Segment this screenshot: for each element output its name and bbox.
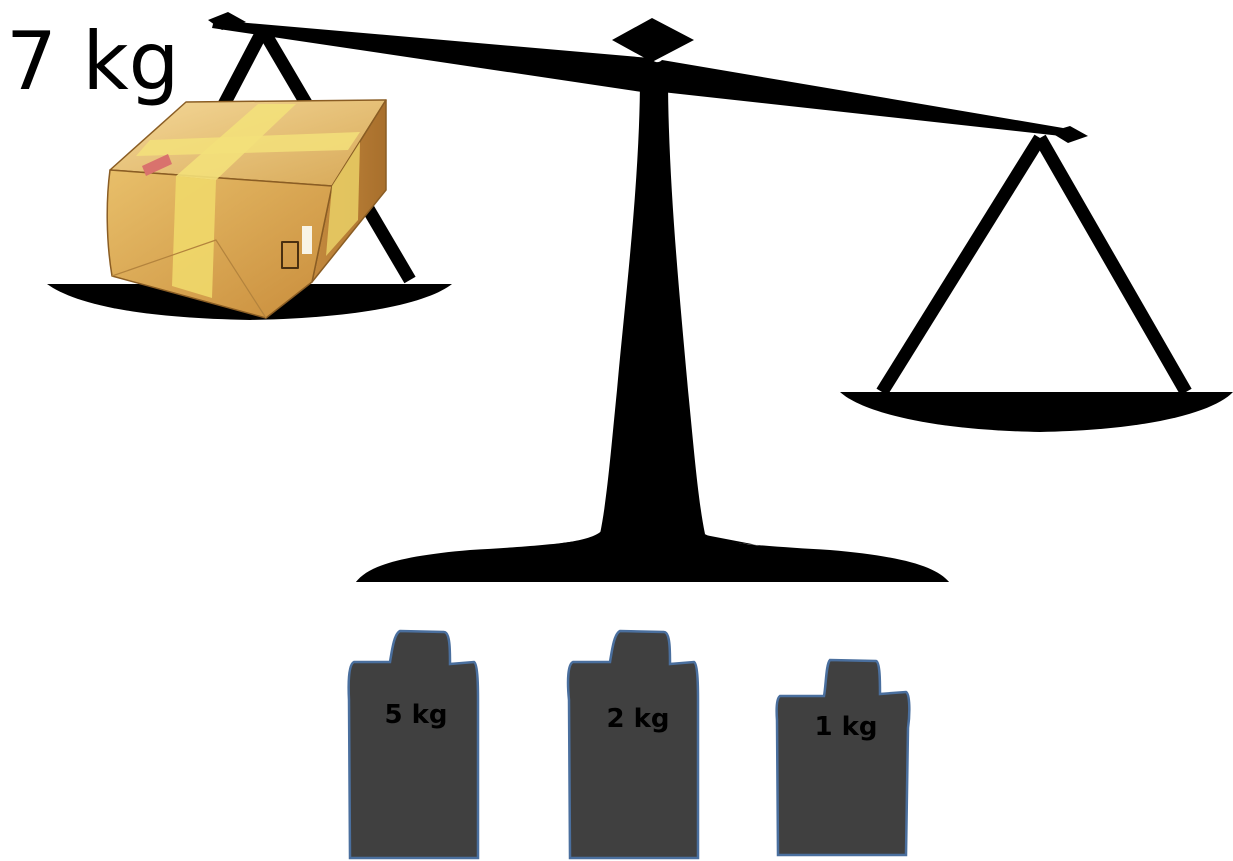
right-pan (840, 392, 1233, 432)
scale-base-fill (356, 530, 949, 582)
box-white-label (302, 226, 312, 254)
weights-group: 5 kg 2 kg 1 kg (349, 631, 910, 858)
weight-5kg-body (349, 631, 478, 858)
right-pan-chain-right (1040, 138, 1186, 392)
weight-1kg[interactable]: 1 kg (777, 660, 910, 855)
scale-pivot-cap (612, 18, 694, 62)
weight-1kg-body (777, 660, 910, 855)
weight-5kg-label: 5 kg (384, 700, 447, 730)
weight-1kg-label: 1 kg (814, 712, 877, 742)
scale-stem (600, 76, 705, 534)
weight-2kg-label: 2 kg (606, 704, 669, 734)
weight-2kg[interactable]: 2 kg (568, 631, 698, 858)
box-tape-front (172, 176, 216, 298)
weight-5kg[interactable]: 5 kg (349, 631, 478, 858)
package-weight-label: 7 kg (6, 22, 179, 102)
right-pan-chain-left (882, 138, 1040, 392)
weight-2kg-body (568, 631, 698, 858)
